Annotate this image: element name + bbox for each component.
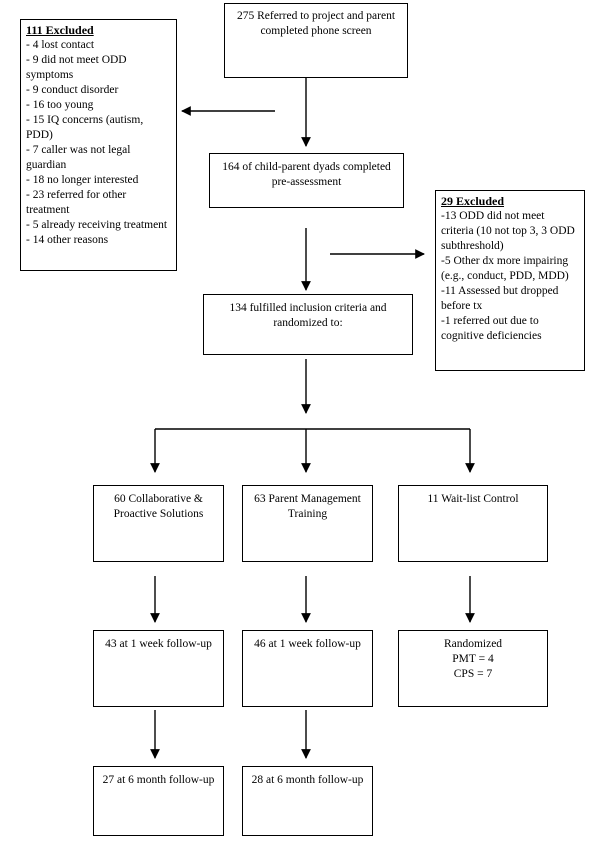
waitlist-result-cps: CPS = 7 [453,668,493,680]
excluded1-item: - 5 already receiving treatment [26,219,168,231]
excluded1-item: - 14 other reasons [26,234,109,246]
arm-cps-text: 60 Collaborative & Proactive Solutions [113,493,204,520]
arm-wait-box: 11 Wait-list Control [398,485,548,562]
excluded1-item: - 7 caller was not legal guardian [26,144,131,171]
excluded2-title: 29 Excluded [441,194,505,208]
excluded1-item: - 18 no longer interested [26,174,139,186]
excluded2-item: -1 referred out due to cognitive deficie… [441,315,542,342]
excluded2-item: -5 Other dx more impairing (e.g., conduc… [441,255,569,282]
followup6-pmt-text: 28 at 6 month follow-up [251,774,364,786]
preassessment-box: 164 of child-parent dyads completed pre-… [209,153,404,208]
followup1-pmt-text: 46 at 1 week follow-up [254,638,361,650]
followup1-cps-box: 43 at 1 week follow-up [93,630,224,707]
waitlist-result-title: Randomized [443,638,503,650]
excluded2-item: -11 Assessed but dropped before tx [441,285,559,312]
followup6-cps-box: 27 at 6 month follow-up [93,766,224,836]
randomized-box: 134 fulfilled inclusion criteria and ran… [203,294,413,355]
excluded2-item: -13 ODD did not meet criteria (10 not to… [441,210,575,252]
excluded1-item: - 9 conduct disorder [26,84,119,96]
excluded1-title: 111 Excluded [26,23,94,37]
randomized-text: 134 fulfilled inclusion criteria and ran… [229,302,387,329]
excluded1-item: - 4 lost contact [26,39,95,51]
arm-cps-box: 60 Collaborative & Proactive Solutions [93,485,224,562]
arm-pmt-box: 63 Parent Management Training [242,485,373,562]
waitlist-result-box: Randomized PMT = 4 CPS = 7 [398,630,548,707]
excluded1-box: 111 Excluded - 4 lost contact - 9 did no… [20,19,177,271]
arm-wait-text: 11 Wait-list Control [427,493,519,505]
waitlist-result-pmt: PMT = 4 [452,653,494,665]
excluded2-box: 29 Excluded -13 ODD did not meet criteri… [435,190,585,371]
excluded1-item: - 15 IQ concerns (autism, PDD) [26,114,144,141]
followup1-pmt-box: 46 at 1 week follow-up [242,630,373,707]
referred-text: 275 Referred to project and parent compl… [236,10,396,37]
referred-box: 275 Referred to project and parent compl… [224,3,408,78]
followup6-cps-text: 27 at 6 month follow-up [102,774,215,786]
followup1-cps-text: 43 at 1 week follow-up [105,638,212,650]
followup6-pmt-box: 28 at 6 month follow-up [242,766,373,836]
excluded1-item: - 16 too young [26,99,94,111]
excluded1-item: - 23 referred for other treatment [26,189,127,216]
preassessment-text: 164 of child-parent dyads completed pre-… [222,161,391,188]
arm-pmt-text: 63 Parent Management Training [254,493,361,520]
excluded1-item: - 9 did not meet ODD symptoms [26,54,127,81]
